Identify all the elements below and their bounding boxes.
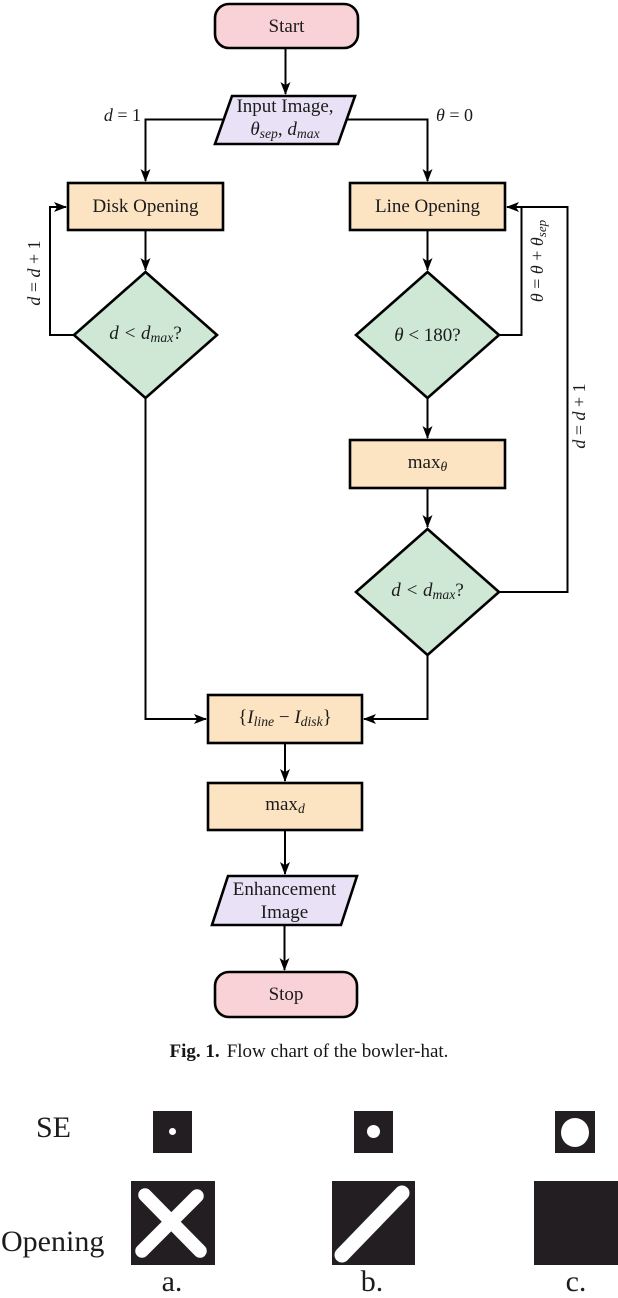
se-tile-c — [555, 1111, 595, 1153]
opening-tile-a — [131, 1181, 215, 1265]
input-theta-sub: sep — [259, 126, 278, 141]
opening-tile-c — [534, 1181, 618, 1265]
decision-d-left-label: d < dmax? — [109, 322, 182, 345]
line-opening-process-shape — [348, 181, 507, 232]
decision-d-right-label: d < dmax? — [391, 579, 464, 602]
opening-tile-b — [332, 1181, 415, 1265]
max-d-process-shape — [206, 781, 364, 832]
column-label-a: a. — [161, 1265, 183, 1298]
input-io-shape — [213, 94, 357, 146]
figure-caption: Fig. 1. Flow chart of the bowler-hat. — [0, 1041, 618, 1063]
disk-opening-process-shape — [66, 181, 225, 232]
max-theta-process-shape — [348, 438, 507, 490]
input-d-sub: max — [296, 126, 320, 141]
caption-text: Flow chart of the bowler-hat. — [226, 1041, 449, 1062]
se-tile-b — [354, 1111, 393, 1153]
caption-number: Fig. 1. — [169, 1041, 220, 1062]
line-opening-label: Line Opening — [374, 196, 480, 217]
decision-theta-label: θ < 180? — [394, 324, 461, 346]
start-label: Start — [268, 15, 305, 37]
input-line1: Input Image, — [236, 96, 334, 117]
start-terminal-shape — [213, 2, 360, 50]
subtract-label: {Iline − Idisk} — [238, 706, 332, 729]
decision-d-left-shape — [72, 270, 219, 400]
edge-label-theta0: θ = 0 — [436, 105, 473, 125]
connector-theta-loop — [497, 206, 523, 336]
input-comma: , — [277, 119, 288, 140]
connector-decision2-subtract — [363, 655, 429, 724]
stop-terminal-shape — [213, 970, 359, 1019]
x-cross-shape-icon — [135, 1188, 207, 1258]
se-tile-a — [153, 1111, 192, 1153]
se-disk-medium-icon — [367, 1125, 380, 1138]
input-d: d — [287, 119, 297, 140]
column-label-c: c. — [565, 1265, 587, 1298]
input-label: Input Image, θsep, dmax — [222, 94, 348, 146]
diagonal-line-shape-icon — [334, 1185, 410, 1263]
se-disk-small-icon — [169, 1128, 176, 1135]
connector-d-loop-right — [497, 202, 569, 593]
stop-label: Stop — [268, 984, 304, 1005]
decision-d-right-shape — [354, 527, 501, 657]
connector-decision1-subtract — [144, 398, 207, 724]
max-theta-label: maxθ — [407, 451, 448, 474]
connector-d-loop-left — [49, 202, 76, 336]
input-theta: θ — [250, 119, 260, 140]
flowchart-canvas — [49, 2, 569, 1019]
se-row-label: SE — [36, 1111, 72, 1144]
connector-input-disk — [140, 118, 224, 182]
loop-label-d-left: d = d + 1 — [23, 240, 44, 306]
connector-input-line — [346, 118, 433, 182]
max-d-label: maxd — [265, 794, 305, 816]
disk-opening-label: Disk Opening — [92, 196, 199, 217]
opening-row-label: Opening — [1, 1225, 105, 1258]
loop-label-d-right: d = d + 1 — [568, 383, 589, 449]
enhancement-label: Enhancement Image — [232, 878, 337, 923]
loop-label-theta: θ = θ + θsep — [526, 219, 549, 303]
edge-label-d1: d = 1 — [103, 105, 141, 125]
decision-theta-shape — [354, 270, 501, 400]
subtract-process-shape — [206, 693, 364, 745]
enhancement-io-shape — [210, 874, 359, 927]
se-disk-large-icon — [561, 1118, 589, 1147]
column-label-b: b. — [360, 1265, 384, 1298]
